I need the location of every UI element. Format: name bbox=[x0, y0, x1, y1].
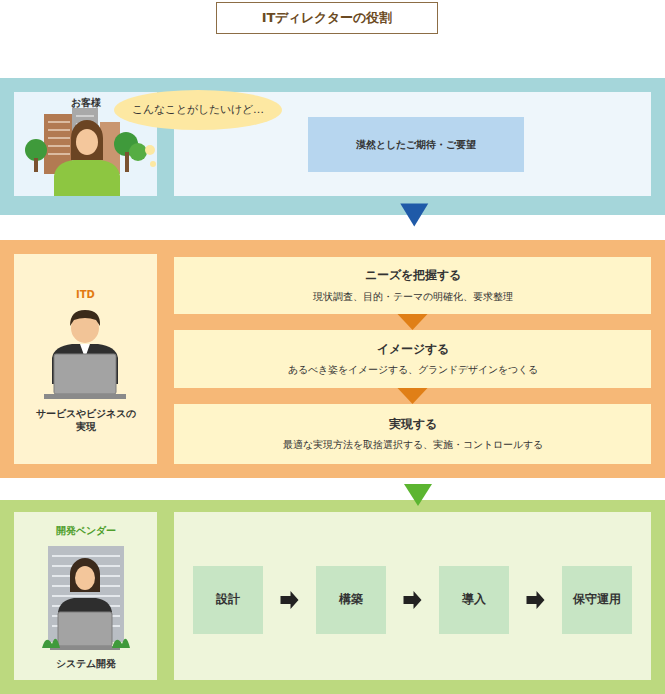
speech-bubble: こんなことがしたいけど… bbox=[114, 90, 282, 130]
phase-box: 構築 bbox=[316, 566, 386, 634]
itd-illustration bbox=[14, 254, 157, 464]
actor-label: 開発ベンダー bbox=[56, 524, 116, 537]
customer-band bbox=[0, 78, 665, 215]
actor-role: システム開発 bbox=[56, 657, 116, 670]
phase-text: 構築 bbox=[339, 592, 363, 608]
down-triangle bbox=[404, 484, 432, 506]
request-box: 漠然としたご期待・ご要望 bbox=[308, 117, 524, 172]
phase-box: 設計 bbox=[193, 566, 263, 634]
flow-arrow bbox=[281, 591, 299, 609]
actor-label: ITD bbox=[76, 288, 95, 301]
title-text: ITディレクターの役割 bbox=[262, 9, 393, 27]
flow-arrow bbox=[404, 591, 422, 609]
vendor-illustration bbox=[14, 512, 157, 680]
step-heading: 実現する bbox=[389, 417, 437, 433]
step-heading: ニーズを把握する bbox=[365, 268, 461, 284]
itd-band bbox=[0, 240, 665, 478]
phase-text: 導入 bbox=[462, 592, 486, 608]
actor-role: サービスやビジネスの 実現 bbox=[32, 407, 140, 433]
process-box: イメージするあるべき姿をイメージする、グランドデザインをつくる bbox=[174, 330, 651, 388]
box-text: 漠然としたご期待・ご要望 bbox=[356, 138, 476, 151]
vendor-band bbox=[0, 500, 665, 694]
phase-box: 導入 bbox=[439, 566, 509, 634]
flow-arrow bbox=[398, 314, 428, 330]
phase-box: 保守運用 bbox=[562, 566, 632, 634]
phase-text: 保守運用 bbox=[573, 592, 621, 608]
phase-text: 設計 bbox=[216, 592, 240, 608]
step-body: あるべき姿をイメージする、グランドデザインをつくる bbox=[288, 363, 538, 376]
title-box: ITディレクターの役割 bbox=[216, 2, 438, 34]
process-box: ニーズを把握する現状調査、目的・テーマの明確化、要求整理 bbox=[174, 257, 651, 314]
itd-panel: ITD サービスやビジネスの 実現 bbox=[14, 254, 157, 464]
step-body: 現状調査、目的・テーマの明確化、要求整理 bbox=[313, 290, 513, 303]
bubble-text: こんなことがしたいけど… bbox=[132, 103, 264, 117]
vendor-panel: 開発ベンダーシステム開発 bbox=[14, 512, 157, 680]
step-body: 最適な実現方法を取捨選択する、実施・コントロールする bbox=[283, 438, 543, 451]
flow-arrow bbox=[527, 591, 545, 609]
process-box: 実現する最適な実現方法を取捨選択する、実施・コントロールする bbox=[174, 404, 651, 464]
vendor-right-panel bbox=[174, 512, 651, 680]
flow-arrow bbox=[400, 204, 428, 227]
flow-arrow bbox=[398, 388, 428, 404]
step-heading: イメージする bbox=[377, 342, 449, 358]
actor-label: お客様 bbox=[71, 96, 101, 109]
